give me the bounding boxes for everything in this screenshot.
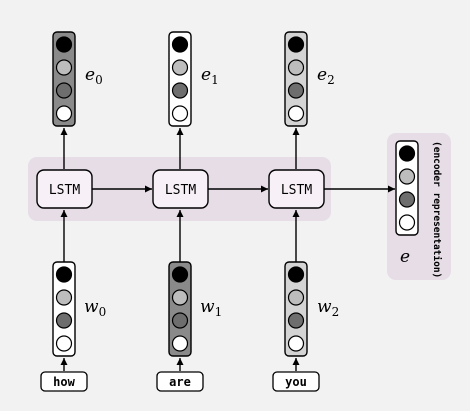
vector-unit (171, 312, 189, 329)
word-label: how (53, 375, 75, 389)
vector-unit (171, 82, 189, 99)
vector-unit (171, 59, 189, 76)
vector-unit (287, 36, 305, 53)
vector-unit (55, 82, 73, 99)
output-vector-2 (284, 31, 308, 127)
vector-unit (398, 214, 416, 231)
output-label-0: e0 (85, 65, 103, 87)
output-label-2: e2 (317, 65, 335, 87)
vectors (52, 31, 419, 357)
vector-unit (287, 59, 305, 76)
lstm-label: LSTM (281, 183, 312, 198)
embedding-vector-0 (52, 261, 76, 357)
vector-unit (287, 82, 305, 99)
arrows (60, 128, 395, 371)
vector-unit (55, 105, 73, 122)
vector-unit (55, 36, 73, 53)
output-vector-0 (52, 31, 76, 127)
word-box-1: are (156, 371, 204, 392)
vector-unit (171, 105, 189, 122)
embedding-label-0: w0 (84, 297, 106, 319)
vector-unit (55, 312, 73, 329)
vector-unit (398, 168, 416, 185)
word-label: are (169, 375, 191, 389)
vector-unit (55, 289, 73, 306)
output-vector-1 (168, 31, 192, 127)
vector-unit (398, 145, 416, 162)
encoder-symbol: e (400, 247, 410, 267)
vector-unit (55, 335, 73, 352)
vector-unit (171, 289, 189, 306)
vector-unit (171, 266, 189, 283)
word-label: you (285, 375, 307, 389)
lstm-cell-0: LSTM (36, 169, 93, 209)
lstm-cell-1: LSTM (152, 169, 209, 209)
embedding-label-1: w1 (200, 297, 222, 319)
embedding-vector-1 (168, 261, 192, 357)
vector-unit (287, 312, 305, 329)
vector-unit (55, 59, 73, 76)
vector-unit (287, 266, 305, 283)
lstm-label: LSTM (165, 183, 196, 198)
embedding-label-2: w2 (317, 297, 339, 319)
vector-unit (287, 335, 305, 352)
word-box-2: you (272, 371, 320, 392)
encoder-vector (395, 140, 419, 236)
output-label-1: e1 (201, 65, 219, 87)
lstm-label: LSTM (49, 183, 80, 198)
vector-unit (55, 266, 73, 283)
encoder-representation-label: (encoder representation) (431, 141, 442, 278)
word-box-0: how (40, 371, 88, 392)
vector-unit (398, 191, 416, 208)
vector-unit (171, 335, 189, 352)
vector-unit (287, 105, 305, 122)
vector-unit (171, 36, 189, 53)
embedding-vector-2 (284, 261, 308, 357)
lstm-cell-2: LSTM (268, 169, 325, 209)
vector-unit (287, 289, 305, 306)
